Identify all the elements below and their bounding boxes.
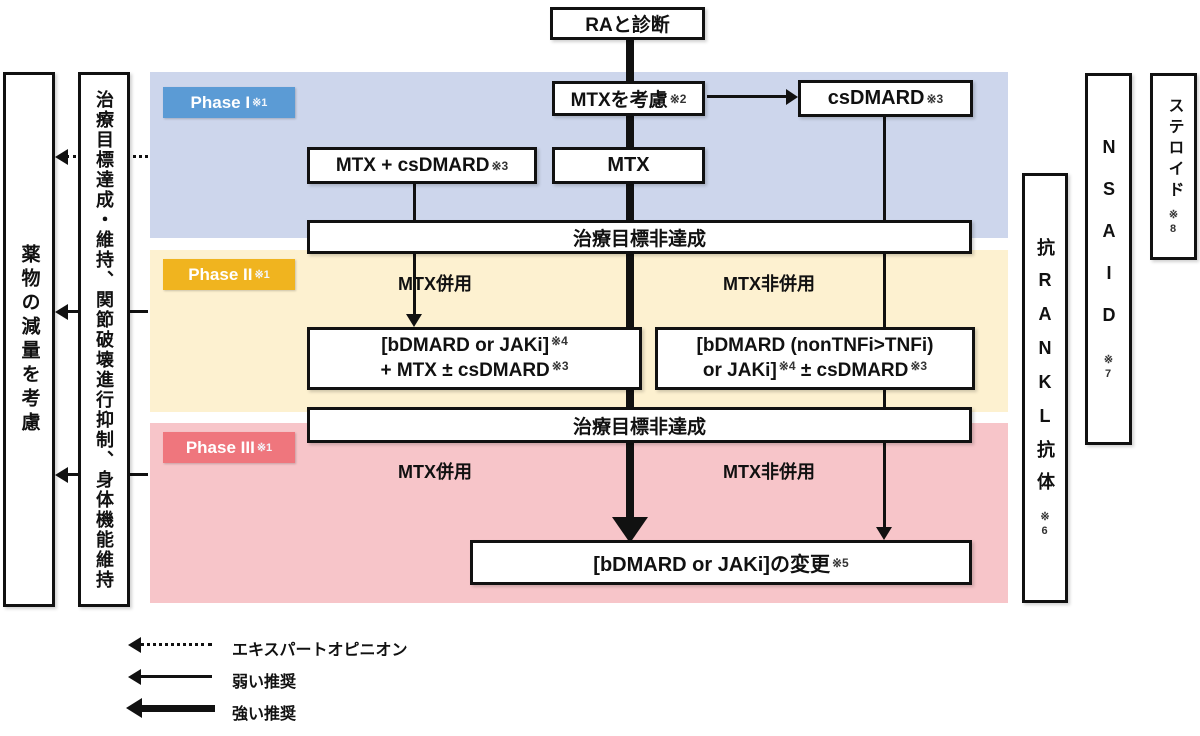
phase2-label-text: Phase II xyxy=(188,264,253,284)
steroid-text: ステロイド xyxy=(1165,96,1183,202)
phase2-mtx-combo-label: MTX併用 xyxy=(398,270,472,296)
phase2-combo-line2-note: ※3 xyxy=(551,358,569,373)
phase2-no-mtx-line2a-text: or JAKi] xyxy=(702,359,777,381)
nsaid-note: ※7 xyxy=(1102,352,1114,382)
arrowhead-to-csdmard xyxy=(786,89,798,105)
phase2-no-mtx-line2b-text: ± csDMARD xyxy=(800,359,909,381)
legend-strong-arrowhead xyxy=(126,698,142,718)
main-flow-line xyxy=(626,40,634,518)
weak-arrowhead-to-change-box xyxy=(876,527,892,540)
anti-rankl-text: 抗RANKL抗体 xyxy=(1035,237,1055,504)
goal-not-achieved-1-label: 治療目標非達成 xyxy=(572,228,706,250)
phase1-label-note: ※1 xyxy=(252,97,268,109)
legend-weak-text: 弱い推奨 xyxy=(232,674,297,691)
phase1-label-text: Phase I xyxy=(190,92,251,112)
change-label: [bDMARD or JAKi]の変更 xyxy=(593,554,830,576)
nsaid-text: NSAID xyxy=(1099,136,1119,347)
treatment-goal-text: 治療目標達成・維持、関節破壊進行抑制、身体機能維持 xyxy=(94,89,114,590)
change-note: ※5 xyxy=(831,555,849,570)
drug-reduction-bar: 薬物の減量を考慮 xyxy=(3,72,55,607)
strong-arrowhead-to-change-box xyxy=(612,517,648,543)
phase2-combo-line1: [bDMARD or JAKi]※4 xyxy=(381,334,568,359)
weak-arrowhead-to-phase2-box xyxy=(406,314,422,327)
phase2-label: Phase II※1 xyxy=(163,259,295,290)
mtx-csdmard-label: MTX + csDMARD xyxy=(335,154,490,176)
phase2-no-mtx-line2: or JAKi]※4 ± csDMARD※3 xyxy=(703,359,927,384)
start-label: RAと診断 xyxy=(585,15,670,36)
legend-expert-text: エキスパートオピニオン xyxy=(232,642,408,659)
phase2-no-mtx-note1: ※4 xyxy=(778,358,796,373)
phase3-label-note: ※1 xyxy=(256,442,273,454)
weak-side-arrowhead xyxy=(55,304,68,320)
expert-opinion-arrowhead xyxy=(55,149,68,165)
phase3-mtx-combo-label: MTX併用 xyxy=(398,458,472,484)
goal-not-achieved-2-label: 治療目標非達成 xyxy=(572,416,706,438)
change-bdmard-jaki-box: [bDMARD or JAKi]の変更※5 xyxy=(470,540,972,585)
drug-reduction-text: 薬物の減量を考慮 xyxy=(18,243,40,436)
anti-rankl-bar: 抗RANKL抗体 ※6 xyxy=(1022,173,1068,603)
phase3-no-mtx-text: MTX非併用 xyxy=(723,462,815,482)
phase1-label: Phase I※1 xyxy=(163,87,295,118)
csdmard-note: ※3 xyxy=(926,91,944,106)
legend-expert-arrow-line xyxy=(140,643,212,646)
mtx-box: MTX xyxy=(552,147,705,184)
goal-not-achieved-bar-2: 治療目標非達成 xyxy=(307,407,972,443)
legend-strong-recommendation: 強い推奨 xyxy=(232,700,296,724)
nsaid-bar: NSAID ※7 xyxy=(1085,73,1132,445)
phase3-label-text: Phase III xyxy=(185,437,255,457)
treatment-goal-bar: 治療目標達成・維持、関節破壊進行抑制、身体機能維持 xyxy=(78,72,130,607)
mtx-csdmard-box: MTX + csDMARD※3 xyxy=(307,147,537,184)
phase2-no-mtx-line1-text: [bDMARD (nonTNFi>TNFi) xyxy=(696,334,934,356)
phase2-label-note: ※1 xyxy=(254,269,270,281)
phase2-combo-mtx-box: [bDMARD or JAKi]※4 + MTX ± csDMARD※3 xyxy=(307,327,642,390)
legend-expert-opinion: エキスパートオピニオン xyxy=(232,636,408,660)
steroid-bar: ステロイド ※8 xyxy=(1150,73,1197,260)
csdmard-box: csDMARD※3 xyxy=(798,80,973,117)
phase3-label: Phase III※1 xyxy=(163,432,295,463)
phase2-no-mtx-line1: [bDMARD (nonTNFi>TNFi) xyxy=(697,334,934,359)
steroid-note: ※8 xyxy=(1167,207,1179,237)
phase2-combo-line2: + MTX ± csDMARD※3 xyxy=(380,359,568,384)
legend-weak-arrow-line xyxy=(140,675,212,678)
phase2-no-mtx-box: [bDMARD (nonTNFi>TNFi) or JAKi]※4 ± csDM… xyxy=(655,327,975,390)
phase2-combo-line1-text: [bDMARD or JAKi] xyxy=(381,334,550,356)
phase2-no-mtx-label: MTX非併用 xyxy=(723,270,815,296)
phase2-combo-line2-text: + MTX ± csDMARD xyxy=(380,359,550,381)
goal-not-achieved-bar-1: 治療目標非達成 xyxy=(307,220,972,254)
mtx-csdmard-note: ※3 xyxy=(491,158,509,173)
phase2-combo-line1-note: ※4 xyxy=(551,333,568,348)
phase3-mtx-combo-text: MTX併用 xyxy=(398,462,472,482)
phase2-mtx-combo-text: MTX併用 xyxy=(398,274,472,294)
mtx-consider-box: MTXを考慮※2 xyxy=(552,81,705,116)
start-box: RAと診断 xyxy=(550,7,705,40)
legend-strong-text: 強い推奨 xyxy=(232,706,297,723)
csdmard-label: csDMARD xyxy=(827,87,925,109)
legend-weak-recommendation: 弱い推奨 xyxy=(232,668,296,692)
phase3-no-mtx-label: MTX非併用 xyxy=(723,458,815,484)
phase2-no-mtx-text: MTX非併用 xyxy=(723,274,815,294)
weak-side-arrowhead-2 xyxy=(55,467,68,483)
mtx-label: MTX xyxy=(607,154,650,176)
mtx-consider-note: ※2 xyxy=(669,91,687,106)
legend-expert-arrowhead xyxy=(128,637,141,653)
anti-rankl-note: ※6 xyxy=(1038,509,1051,539)
mtx-consider-to-csdmard-line xyxy=(707,95,787,98)
legend-weak-arrowhead xyxy=(128,669,141,685)
mtx-consider-label: MTXを考慮 xyxy=(570,90,668,111)
csdmard-flow-line xyxy=(883,117,886,527)
phase2-no-mtx-note2: ※3 xyxy=(910,358,928,373)
legend-strong-arrow-line xyxy=(142,705,215,712)
